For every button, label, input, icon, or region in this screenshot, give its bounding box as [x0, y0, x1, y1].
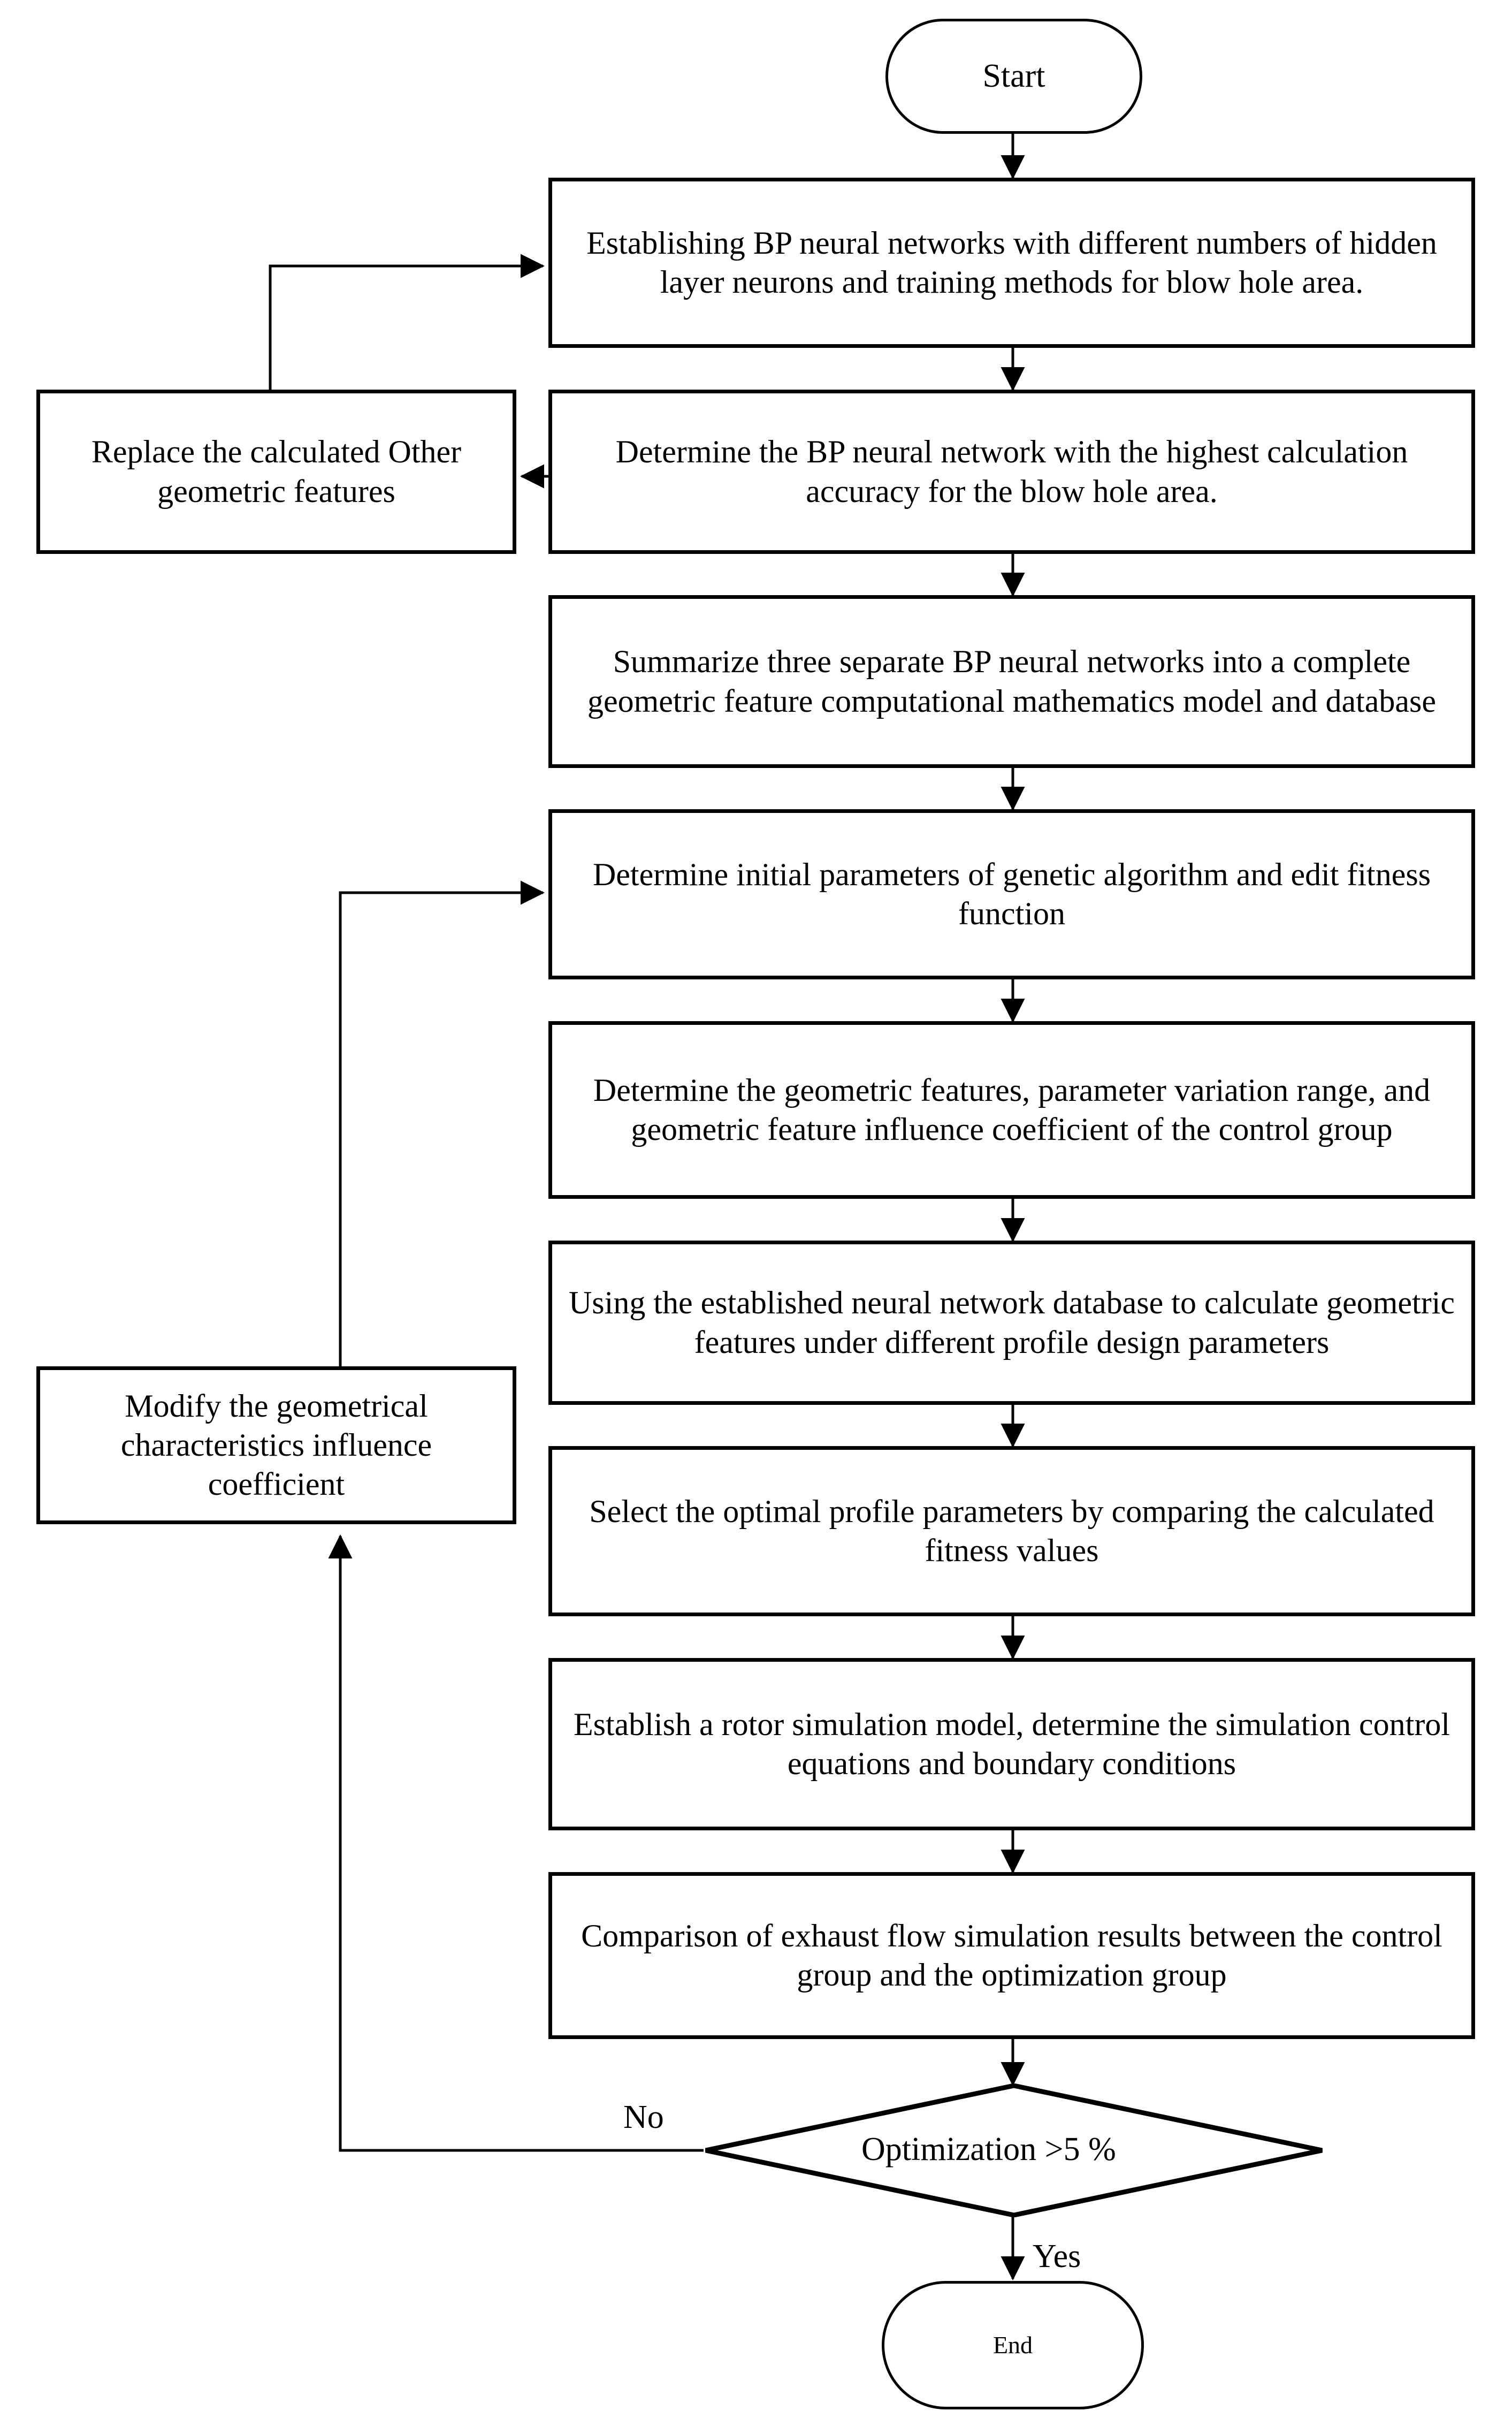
side-step-modify-label: Modify the geometrical characteristics i… [120, 1388, 432, 1502]
process-step-5-label: Determine the geometric features, parame… [593, 1072, 1431, 1147]
process-step-2: Determine the BP neural network with the… [548, 390, 1475, 554]
terminal-start-label: Start [982, 58, 1045, 95]
process-step-1-label: Establishing BP neural networks with dif… [586, 225, 1437, 300]
process-step-4-label: Determine initial parameters of genetic … [592, 856, 1431, 931]
process-step-6: Using the established neural network dat… [548, 1241, 1475, 1405]
process-step-4: Determine initial parameters of genetic … [548, 809, 1475, 979]
terminal-end: End [882, 2281, 1144, 2409]
edge-decision-no-to-modify [328, 1534, 704, 2152]
process-step-3-label: Summarize three separate BP neural netwo… [587, 644, 1436, 719]
process-step-7: Select the optimal profile parameters by… [548, 1446, 1475, 1616]
edge-replace-to-step1 [269, 254, 545, 390]
process-step-1: Establishing BP neural networks with dif… [548, 178, 1475, 348]
terminal-end-label: End [992, 2331, 1033, 2359]
side-step-replace-geometric-features: Replace the calculated Other geometric f… [36, 390, 516, 554]
process-step-7-label: Select the optimal profile parameters by… [589, 1493, 1434, 1568]
decision-condition-label: Optimization >5 % [861, 2131, 1116, 2168]
process-step-2-label: Determine the BP neural network with the… [615, 434, 1408, 509]
process-step-9-label: Comparison of exhaust flow simulation re… [581, 1918, 1442, 1992]
process-step-8: Establish a rotor simulation model, dete… [548, 1658, 1475, 1830]
decision-branch-yes-label: Yes [1033, 2238, 1081, 2275]
side-step-replace-label: Replace the calculated Other geometric f… [91, 434, 462, 509]
process-step-9: Comparison of exhaust flow simulation re… [548, 1872, 1475, 2039]
decision-branch-no-label: No [623, 2099, 664, 2135]
terminal-start: Start [885, 19, 1142, 134]
edge-modify-to-step4 [339, 880, 545, 1366]
decision-diamond [705, 2083, 1323, 2217]
process-step-3: Summarize three separate BP neural netwo… [548, 595, 1475, 768]
process-step-6-label: Using the established neural network dat… [568, 1285, 1455, 1360]
side-step-modify-influence-coefficient: Modify the geometrical characteristics i… [36, 1366, 516, 1524]
process-step-8-label: Establish a rotor simulation model, dete… [573, 1706, 1450, 1781]
process-step-5: Determine the geometric features, parame… [548, 1021, 1475, 1199]
